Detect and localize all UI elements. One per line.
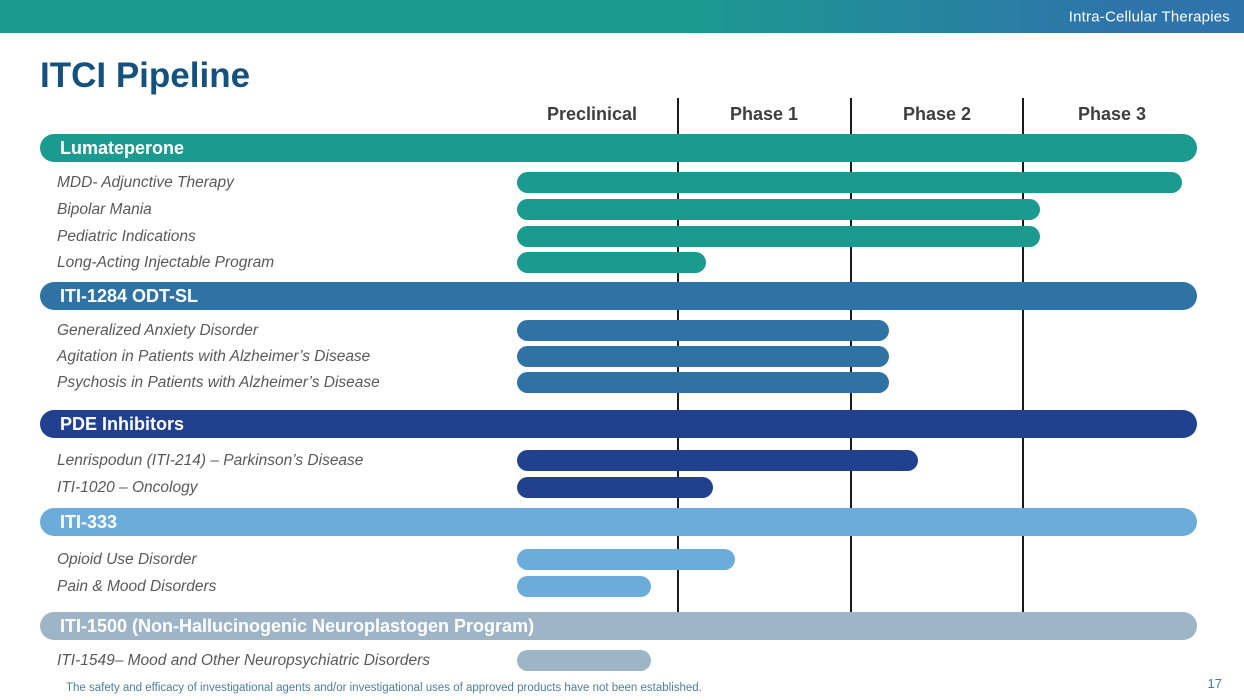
top-banner: Intra-Cellular Therapies — [0, 0, 1244, 33]
section-label: ITI-1284 ODT-SL — [60, 286, 199, 306]
row-label-iti-1020-oncology: ITI-1020 – Oncology — [57, 479, 198, 496]
row-label-generalized-anxiety: Generalized Anxiety Disorder — [57, 322, 259, 339]
section-header-iti-1284: ITI-1284 ODT-SL — [40, 282, 1197, 310]
row-label-pediatric-indications: Pediatric Indications — [57, 228, 196, 245]
section-label: ITI-333 — [60, 512, 118, 532]
phase-divider-line — [1022, 98, 1024, 612]
bar-lenrispodun-parkinsons — [517, 450, 918, 471]
bar-generalized-anxiety — [517, 320, 889, 341]
phase-header-preclinical: Preclinical — [546, 104, 638, 124]
safety-disclaimer: The safety and efficacy of investigation… — [66, 682, 702, 694]
phase-header-phase3: Phase 3 — [1077, 104, 1147, 124]
section-header-iti-1500: ITI-1500 (Non-Hallucinogenic Neuroplasto… — [40, 612, 1197, 640]
row-label-agitation-alzheimers: Agitation in Patients with Alzheimer’s D… — [57, 348, 371, 365]
phase-header-phase1: Phase 1 — [729, 104, 799, 124]
section-label: Lumateperone — [60, 138, 185, 158]
row-label-iti-1549-mood: ITI-1549– Mood and Other Neuropsychiatri… — [57, 652, 431, 669]
page-number: 17 — [1207, 676, 1222, 691]
bar-pediatric-indications — [517, 226, 1040, 247]
row-label-lenrispodun-parkinsons: Lenrispodun (ITI-214) – Parkinson’s Dise… — [57, 452, 364, 469]
bar-pain-mood-disorders — [517, 576, 651, 597]
page-title: ITCI Pipeline — [40, 56, 251, 95]
bar-iti-1549-mood — [517, 650, 651, 671]
bar-bipolar-mania — [517, 199, 1040, 220]
bar-iti-1020-oncology — [517, 477, 713, 498]
row-label-psychosis-alzheimers: Psychosis in Patients with Alzheimer’s D… — [57, 374, 380, 391]
phase-header-phase2: Phase 2 — [902, 104, 972, 124]
bar-long-acting-injectable — [517, 252, 706, 273]
bar-mdd-adjunctive-therapy — [517, 172, 1182, 193]
row-label-opioid-use-disorder: Opioid Use Disorder — [57, 551, 197, 568]
section-header-lumateperone: Lumateperone — [40, 134, 1197, 162]
row-label-bipolar-mania: Bipolar Mania — [57, 201, 152, 218]
bar-agitation-alzheimers — [517, 346, 889, 367]
section-label: PDE Inhibitors — [60, 414, 185, 434]
section-label: ITI-1500 (Non-Hallucinogenic Neuroplasto… — [60, 616, 535, 636]
row-label-pain-mood-disorders: Pain & Mood Disorders — [57, 578, 217, 595]
row-label-long-acting-injectable: Long-Acting Injectable Program — [57, 254, 275, 271]
bar-psychosis-alzheimers — [517, 372, 889, 393]
section-header-iti-333: ITI-333 — [40, 508, 1197, 536]
company-name: Intra-Cellular Therapies — [1068, 8, 1230, 25]
row-label-mdd-adjunctive-therapy: MDD- Adjunctive Therapy — [57, 174, 234, 191]
section-header-pde-inhibitors: PDE Inhibitors — [40, 410, 1197, 438]
bar-opioid-use-disorder — [517, 549, 735, 570]
